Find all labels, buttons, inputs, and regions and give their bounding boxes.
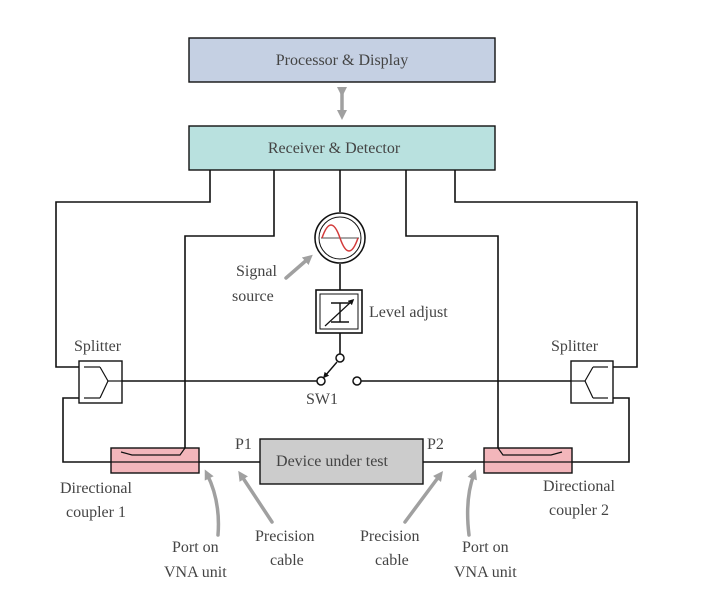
- coupler-1-label-line2: coupler 1: [66, 504, 126, 521]
- receiver-detector-label: Receiver & Detector: [268, 140, 401, 157]
- port-left-label-line2: VNA unit: [164, 564, 227, 581]
- cable-right-label-line1: Precision: [360, 528, 420, 545]
- sine-wave-source-icon: [314, 212, 366, 264]
- variable-attenuator-icon: [315, 289, 363, 334]
- splitter-icon: [570, 360, 614, 404]
- port-right-label-line2: VNA unit: [454, 564, 517, 581]
- pointer-arrow-icon: [403, 470, 443, 524]
- device-under-test-label: Device under test: [276, 453, 389, 470]
- pointer-arrow-icon: [238, 470, 274, 524]
- signal-source-label-line1: Signal: [236, 263, 277, 280]
- cable-right-label-line2: cable: [375, 552, 409, 569]
- receiver-detector-block: Receiver & Detector: [188, 125, 496, 171]
- splitter-icon: [78, 360, 123, 404]
- spdt-switch-icon: [316, 353, 362, 386]
- port-p2-label: P2: [427, 436, 444, 453]
- directional-coupler-icon: [110, 447, 200, 474]
- processor-display-label: Processor & Display: [276, 52, 408, 69]
- coupler-2-label-line2: coupler 2: [549, 502, 609, 519]
- cable-left-label-line2: cable: [270, 552, 304, 569]
- cable-left-label-line1: Precision: [255, 528, 315, 545]
- level-adjust-label: Level adjust: [369, 304, 448, 321]
- splitter-left-label: Splitter: [74, 338, 122, 355]
- sw1-label: SW1: [306, 391, 338, 408]
- signal-wiring: [55, 170, 638, 463]
- directional-coupler-icon: [483, 447, 573, 474]
- pointer-arrow-icon: [284, 254, 313, 280]
- coupler-1-label-line1: Directional: [60, 480, 133, 497]
- port-p1-label: P1: [235, 436, 252, 453]
- port-right-label-line1: Port on: [462, 539, 509, 556]
- splitter-right-label: Splitter: [551, 338, 599, 355]
- signal-source-label-line2: source: [232, 288, 274, 305]
- coupler-2-label-line1: Directional: [543, 478, 616, 495]
- port-left-label-line1: Port on: [172, 539, 219, 556]
- device-under-test-block: Device under test: [259, 438, 424, 485]
- pointer-arrow-icon: [204, 469, 221, 537]
- pointer-arrow-icon: [465, 469, 477, 537]
- processor-display-block: Processor & Display: [188, 37, 496, 83]
